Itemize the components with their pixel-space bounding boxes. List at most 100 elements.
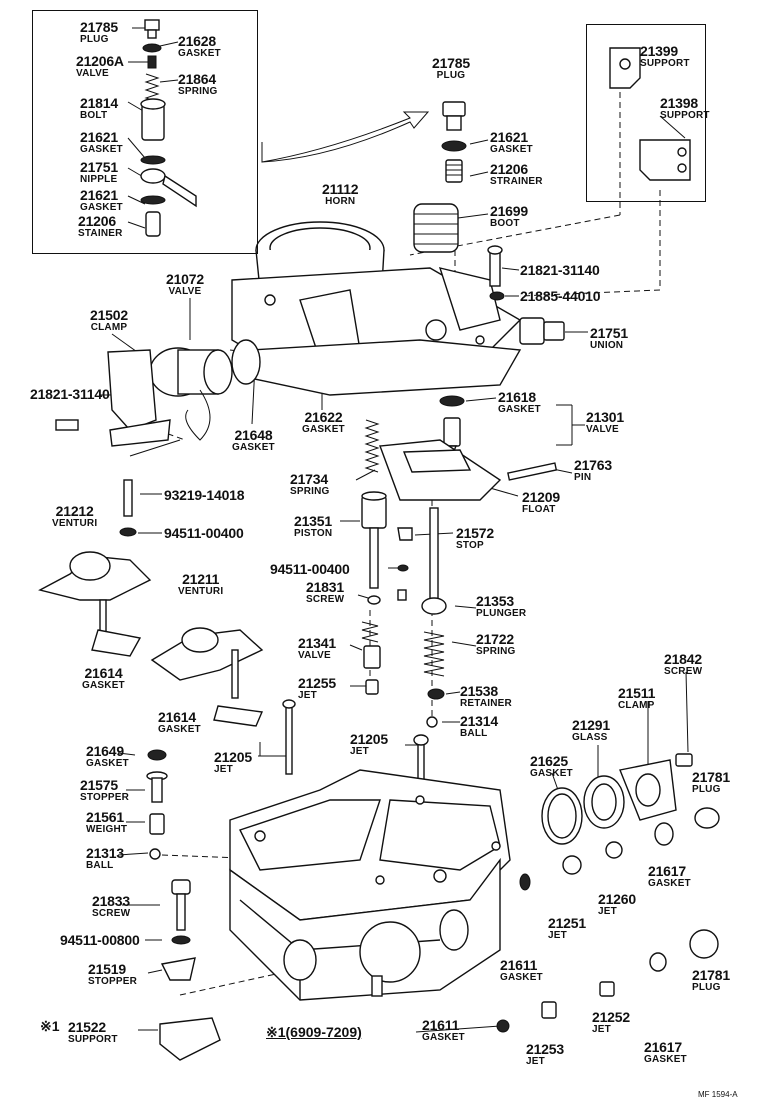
weight [149, 813, 165, 835]
part-label-21821-31140-b: 21821-31140 [30, 387, 110, 401]
part-name: WEIGHT [86, 824, 128, 835]
venturi-gasket-a [91, 629, 142, 657]
primary-venturi [38, 479, 152, 641]
part-number: 21617 [648, 863, 686, 879]
vacuum-valve-assembly [55, 339, 261, 457]
part-name: GASKET [302, 424, 345, 435]
part-number: 21621 [80, 187, 118, 203]
float-pin [507, 462, 558, 481]
inset-box [32, 10, 258, 254]
part-name: GASKET [422, 1032, 465, 1043]
part-number: 21341 [298, 635, 336, 651]
part-number: 21353 [476, 593, 514, 609]
stopper-21519 [160, 957, 196, 981]
piston [361, 491, 387, 589]
part-number: 21561 [86, 809, 124, 825]
part-name: JET [598, 906, 617, 917]
part-name: GASKET [490, 144, 533, 155]
top-small-parts [413, 101, 467, 253]
pump-discharge-valve [361, 621, 381, 669]
part-name: JET [214, 764, 233, 775]
part-number: 94511-00800 [60, 932, 140, 948]
part-number: 21611 [500, 957, 538, 973]
part-number: 21502 [90, 307, 128, 323]
part-name: CLAMP [618, 700, 655, 711]
part-number: 21522 [68, 1019, 106, 1035]
part-number: 21211 [182, 571, 220, 587]
part-name: RETAINER [460, 698, 512, 709]
part-number: 94511-00400 [270, 561, 350, 577]
part-number: 21291 [572, 717, 610, 733]
part-number: 21722 [476, 631, 514, 647]
part-number: 21611 [422, 1017, 460, 1033]
float [379, 439, 502, 501]
inset-arrow [261, 111, 430, 163]
part-number: 21751 [590, 325, 628, 341]
part-name: JET [350, 746, 369, 757]
part-name: PLUG [692, 784, 721, 795]
part-name: GASKET [80, 202, 123, 213]
part-name: JET [548, 930, 567, 941]
part-number: 21621 [80, 129, 118, 145]
part-number: 21649 [86, 743, 124, 759]
part-label-21821-31140-a: 21821-31140 [520, 263, 600, 277]
part-name: PLUG [80, 34, 109, 45]
part-name: SUPPORT [660, 110, 710, 121]
part-number: 21252 [592, 1009, 630, 1025]
part-name: GASKET [178, 48, 221, 59]
part-name: SUPPORT [68, 1034, 118, 1045]
part-number: 21206 [78, 213, 116, 229]
part-name: GASKET [498, 404, 541, 415]
stopper-21575 [146, 771, 168, 803]
ball-21313 [149, 848, 161, 860]
part-number: 21253 [526, 1041, 564, 1057]
part-number: 21575 [80, 777, 118, 793]
part-number: 21206 [490, 161, 528, 177]
part-name: GASKET [648, 878, 691, 889]
part-number: 21781 [692, 769, 730, 785]
part-name: GASKET [82, 680, 125, 691]
idle-screw [171, 879, 191, 945]
part-name: STAINER [78, 228, 123, 239]
part-name: UNION [590, 340, 624, 351]
part-number: 21614 [84, 665, 123, 681]
spring-21722 [423, 631, 445, 677]
part-number: 21072 [166, 271, 204, 287]
part-number: 21538 [460, 683, 498, 699]
part-number: 21301 [586, 409, 624, 425]
horn-gasket-shape [249, 339, 522, 396]
part-number: 21205 [350, 731, 388, 747]
part-number: 21511 [618, 685, 656, 701]
part-number: 21351 [294, 513, 332, 529]
part-name: GASKET [158, 724, 201, 735]
support-inset-box [586, 24, 706, 202]
part-number: 21821-31140 [30, 386, 110, 402]
inset-parts [140, 19, 197, 237]
part-name: BOOT [490, 218, 520, 229]
part-name: VALVE [168, 286, 202, 297]
part-name: GASKET [232, 442, 275, 453]
part-name: VENTURI [178, 586, 224, 597]
part-number: 21614 [158, 709, 196, 725]
